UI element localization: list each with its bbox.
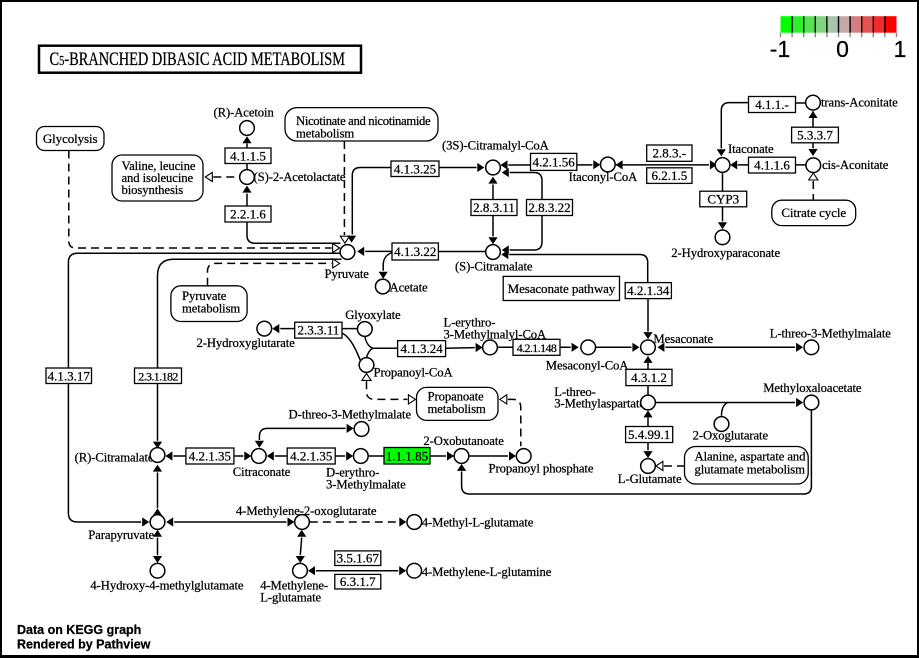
svg-text:Pyruvate: Pyruvate xyxy=(325,267,370,281)
svg-text:metabolism: metabolism xyxy=(182,301,240,315)
svg-text:Rendered by Pathview: Rendered by Pathview xyxy=(17,638,151,652)
svg-text:and isoleucine: and isoleucine xyxy=(122,171,194,185)
svg-text:6.3.1.7: 6.3.1.7 xyxy=(340,574,376,589)
svg-text:4-Methylene-2-oxoglutarate: 4-Methylene-2-oxoglutarate xyxy=(236,504,377,518)
svg-text:D-threo-3-Methylmalate: D-threo-3-Methylmalate xyxy=(289,407,412,421)
svg-text:Parapyruvate: Parapyruvate xyxy=(88,528,154,542)
svg-text:Glycolysis: Glycolysis xyxy=(43,131,98,146)
svg-text:C5-BRANCHED DIBASIC ACID ME: C5-BRANCHED DIBASIC ACID METABOLISM xyxy=(50,50,346,70)
svg-text:Acetate: Acetate xyxy=(390,281,429,295)
svg-text:3-Methylaspartate: 3-Methylaspartate xyxy=(554,396,645,410)
svg-text:(R)-Acetoin: (R)-Acetoin xyxy=(214,106,275,120)
svg-text:4-Methylene-L-glutamine: 4-Methylene-L-glutamine xyxy=(422,565,552,579)
svg-text:Alanine, aspartate and: Alanine, aspartate and xyxy=(695,450,807,464)
svg-text:L-threo-3-Methylmalate: L-threo-3-Methylmalate xyxy=(770,327,892,341)
svg-text:3-Methylmalyl-CoA: 3-Methylmalyl-CoA xyxy=(444,327,548,341)
svg-text:4.1.1.5: 4.1.1.5 xyxy=(230,148,266,163)
svg-text:Valine, leucine: Valine, leucine xyxy=(122,159,196,173)
svg-text:6.2.1.5: 6.2.1.5 xyxy=(651,168,687,183)
svg-text:4.1.3.24: 4.1.3.24 xyxy=(400,341,443,356)
svg-text:4.2.1.56: 4.2.1.56 xyxy=(533,154,576,169)
svg-text:4.1.1.6: 4.1.1.6 xyxy=(754,158,790,173)
svg-text:CYP3: CYP3 xyxy=(707,192,739,207)
svg-text:glutamate metabolism: glutamate metabolism xyxy=(695,463,806,477)
svg-text:Mesaconyl-CoA: Mesaconyl-CoA xyxy=(546,358,630,372)
svg-text:2.8.3.22: 2.8.3.22 xyxy=(528,200,570,215)
svg-text:3-Methylmalate: 3-Methylmalate xyxy=(326,477,406,491)
svg-text:4-Methyl-L-glutamate: 4-Methyl-L-glutamate xyxy=(422,516,534,530)
svg-text:Mesaconate pathway: Mesaconate pathway xyxy=(508,281,616,296)
svg-text:5.3.3.7: 5.3.3.7 xyxy=(797,128,833,143)
svg-text:Citraconate: Citraconate xyxy=(233,465,291,479)
svg-text:Propanoyl-CoA: Propanoyl-CoA xyxy=(374,365,454,379)
svg-text:4.2.1.35: 4.2.1.35 xyxy=(189,449,231,464)
svg-text:Citrate cycle: Citrate cycle xyxy=(781,205,846,220)
svg-text:4.2.1.35: 4.2.1.35 xyxy=(290,449,332,464)
svg-text:Itaconate: Itaconate xyxy=(728,142,774,156)
svg-text:L-erythro-: L-erythro- xyxy=(444,316,496,330)
svg-text:4.2.1.34: 4.2.1.34 xyxy=(627,283,670,298)
svg-text:4-Methylene-: 4-Methylene- xyxy=(260,578,328,592)
svg-text:biosynthesis: biosynthesis xyxy=(122,183,184,197)
svg-text:2-Oxoglutarate: 2-Oxoglutarate xyxy=(693,428,769,442)
svg-text:2.3.3.11: 2.3.3.11 xyxy=(297,323,339,338)
svg-text:2.2.1.6: 2.2.1.6 xyxy=(230,207,266,222)
svg-text:L-glutamate: L-glutamate xyxy=(260,590,321,604)
svg-text:-1: -1 xyxy=(770,36,790,62)
svg-text:Glyoxylate: Glyoxylate xyxy=(345,308,401,322)
svg-text:trans-Aconitate: trans-Aconitate xyxy=(821,96,898,110)
svg-text:(S)-2-Acetolactate: (S)-2-Acetolactate xyxy=(254,170,346,184)
svg-text:Itaconyl-CoA: Itaconyl-CoA xyxy=(569,170,639,184)
svg-text:4.1.3.25: 4.1.3.25 xyxy=(394,161,436,176)
svg-text:Pyruvate: Pyruvate xyxy=(182,289,227,303)
svg-text:D-erythro-: D-erythro- xyxy=(326,466,379,480)
svg-text:Propanoyl phosphate: Propanoyl phosphate xyxy=(489,461,594,475)
svg-text:L-threo-: L-threo- xyxy=(554,385,595,399)
svg-text:metabolism: metabolism xyxy=(296,126,354,140)
svg-text:(3S)-Citramalyl-CoA: (3S)-Citramalyl-CoA xyxy=(442,138,550,152)
svg-text:Methyloxaloacetate: Methyloxaloacetate xyxy=(763,381,862,395)
svg-text:4.1.3.17: 4.1.3.17 xyxy=(48,368,91,383)
svg-text:4.1.3.22: 4.1.3.22 xyxy=(394,244,436,259)
svg-text:L-Glutamate: L-Glutamate xyxy=(618,472,682,486)
svg-text:3.5.1.67: 3.5.1.67 xyxy=(337,551,380,566)
svg-text:Mesaconate: Mesaconate xyxy=(653,332,713,346)
svg-text:2-Oxobutanoate: 2-Oxobutanoate xyxy=(423,434,504,448)
svg-text:Nicotinate and nicotinamide: Nicotinate and nicotinamide xyxy=(296,114,431,128)
svg-text:2.3.1.182: 2.3.1.182 xyxy=(138,369,178,383)
svg-text:Propanoate: Propanoate xyxy=(428,390,485,404)
svg-text:2.8.3.11: 2.8.3.11 xyxy=(473,200,515,215)
svg-text:2-Hydroxyglutarate: 2-Hydroxyglutarate xyxy=(197,336,296,350)
svg-text:metabolism: metabolism xyxy=(428,402,486,416)
svg-text:cis-Aconitate: cis-Aconitate xyxy=(822,158,889,172)
svg-text:1.1.1.85: 1.1.1.85 xyxy=(386,448,428,463)
svg-text:5.4.99.1: 5.4.99.1 xyxy=(628,427,670,442)
svg-text:(S)-Citramalate: (S)-Citramalate xyxy=(455,259,533,273)
svg-text:2-Hydroxyparaconate: 2-Hydroxyparaconate xyxy=(671,246,780,260)
svg-text:4.2.1.148: 4.2.1.148 xyxy=(517,341,557,355)
svg-text:(R)-Citramalate: (R)-Citramalate xyxy=(75,451,154,465)
svg-text:4-Hydroxy-4-methylglutamate: 4-Hydroxy-4-methylglutamate xyxy=(90,578,244,592)
svg-text:4.1.1.-: 4.1.1.- xyxy=(755,97,789,112)
svg-text:Data on KEGG graph: Data on KEGG graph xyxy=(17,623,141,637)
svg-text:2.8.3.-: 2.8.3.- xyxy=(653,146,687,161)
svg-text:0: 0 xyxy=(836,36,849,62)
svg-text:4.3.1.2: 4.3.1.2 xyxy=(631,370,667,385)
svg-text:1: 1 xyxy=(894,36,907,62)
